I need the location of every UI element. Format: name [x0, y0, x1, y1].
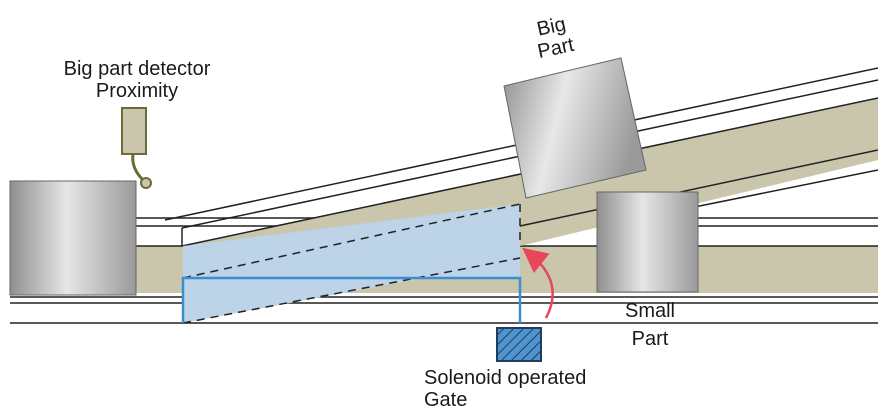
gate-actuation-arrow	[522, 247, 554, 319]
small-part	[596, 191, 699, 293]
detector-label-line1: Big part detector	[63, 58, 211, 80]
solenoid-label-line2: Gate	[424, 389, 468, 411]
detector-label-line2: Proximity	[95, 80, 179, 102]
small-part-label-line2: Part	[631, 328, 669, 350]
left-cylinder	[9, 180, 137, 296]
solenoid-label-line1: Solenoid operated	[424, 367, 587, 389]
small-part-label-line1: Small	[624, 300, 675, 322]
detector-label: Big part detector Proximity	[44, 58, 230, 102]
lower-rail	[10, 296, 878, 324]
solenoid-gate	[181, 203, 522, 324]
solenoid-label: Solenoid operated Gate	[424, 367, 624, 411]
solenoid	[496, 327, 542, 362]
small-part-label: Small Part	[610, 300, 690, 350]
proximity-detector	[121, 107, 152, 189]
big-part	[503, 57, 647, 199]
